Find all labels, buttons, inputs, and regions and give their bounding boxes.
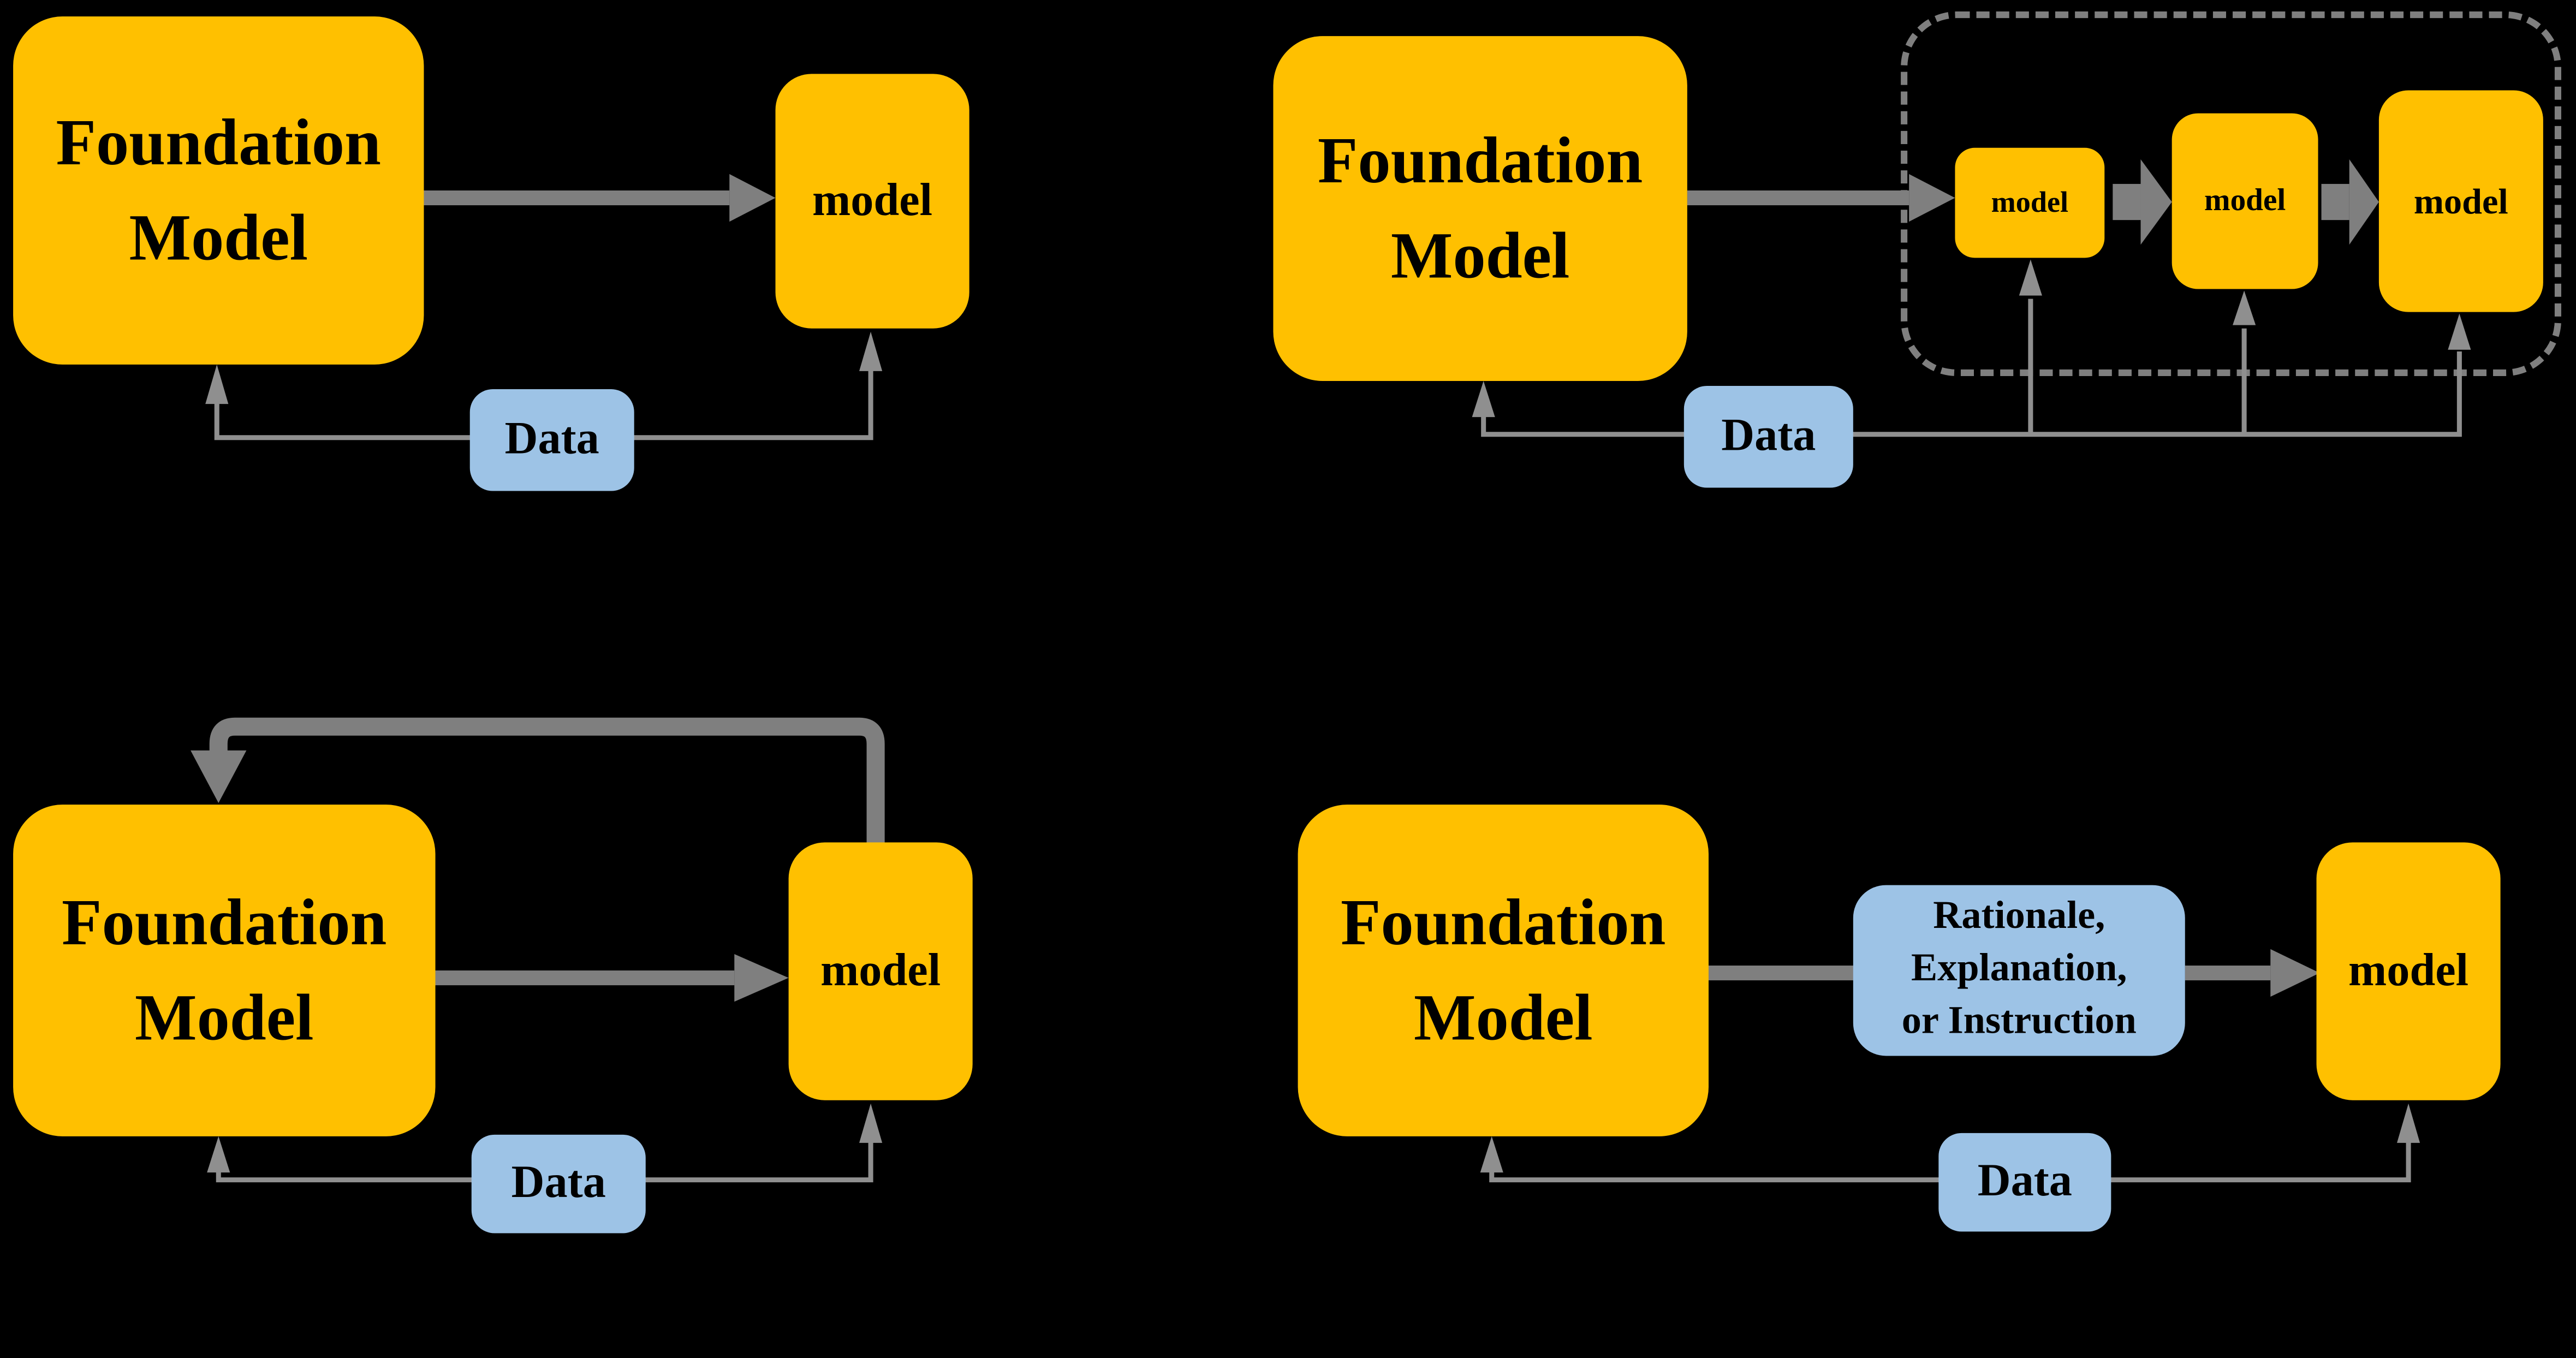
connector-shaft	[1708, 965, 1857, 981]
bottom-left-thick-arrow-icon	[435, 954, 789, 1002]
data-box: Data	[471, 1134, 646, 1234]
rationale-to-model-arrow-icon	[2185, 949, 2320, 997]
arrow-up-icon	[1480, 1136, 1503, 1173]
arrow-up-icon	[207, 1136, 230, 1173]
model-box: model	[1955, 147, 2105, 258]
model-box: model	[788, 842, 973, 1100]
data-label: Data	[1977, 1156, 2072, 1207]
rationale-label: Rationale, Explanation, or Instruction	[1902, 892, 2137, 1049]
rationale-line: Rationale,	[1933, 896, 2105, 939]
foundation-model-label: Foundation Model	[56, 105, 381, 275]
arrow-shaft	[424, 190, 730, 206]
data-box: Data	[1938, 1133, 2111, 1232]
rationale-line: or Instruction	[1901, 999, 2137, 1043]
data-label: Data	[1721, 410, 1816, 462]
data-label: Data	[511, 1157, 606, 1209]
data-label: Data	[504, 414, 599, 465]
foundation-model-box: Foundation Model	[1298, 805, 1709, 1136]
model-label: model	[2348, 945, 2469, 996]
model-box: model	[2316, 842, 2501, 1100]
model-label: model	[2413, 180, 2508, 221]
foundation-model-label: Foundation Model	[1341, 885, 1666, 1055]
top-left-thick-arrow-icon	[424, 174, 776, 222]
arrow-up-icon	[859, 1103, 883, 1143]
arrow-shaft	[1687, 190, 1909, 206]
data-box: Data	[1683, 385, 1853, 488]
model-label: model	[2204, 183, 2286, 218]
rationale-line: Explanation,	[1911, 948, 2127, 991]
data-box: Data	[469, 389, 634, 491]
arrow-shaft	[2185, 965, 2271, 981]
foundation-model-label: Foundation Model	[62, 885, 387, 1055]
arrow-up-icon	[205, 364, 229, 404]
model-label: model	[820, 945, 941, 996]
rationale-box: Rationale, Explanation, or Instruction	[1853, 885, 2185, 1056]
arrow-shaft	[435, 970, 735, 986]
foundation-model-box: Foundation Model	[1273, 36, 1687, 381]
model-box: model	[775, 74, 969, 329]
foundation-model-box: Foundation Model	[13, 16, 424, 365]
arrow-head	[729, 174, 776, 222]
model-box: model	[2378, 90, 2543, 312]
arrow-head	[2270, 949, 2320, 997]
arrow-up-icon	[2397, 1103, 2420, 1143]
arrow-head	[734, 954, 789, 1002]
arrow-up-icon	[859, 331, 883, 371]
foundation-model-box: Foundation Model	[13, 805, 436, 1136]
arrow-down-icon	[191, 750, 247, 803]
model-label: model	[1991, 185, 2069, 219]
fm-to-rationale-connector	[1708, 965, 1857, 981]
model-label: model	[812, 175, 933, 226]
arrow-up-icon	[1472, 380, 1495, 418]
model-box: model	[2172, 113, 2318, 289]
foundation-model-label: Foundation Model	[1317, 123, 1643, 293]
